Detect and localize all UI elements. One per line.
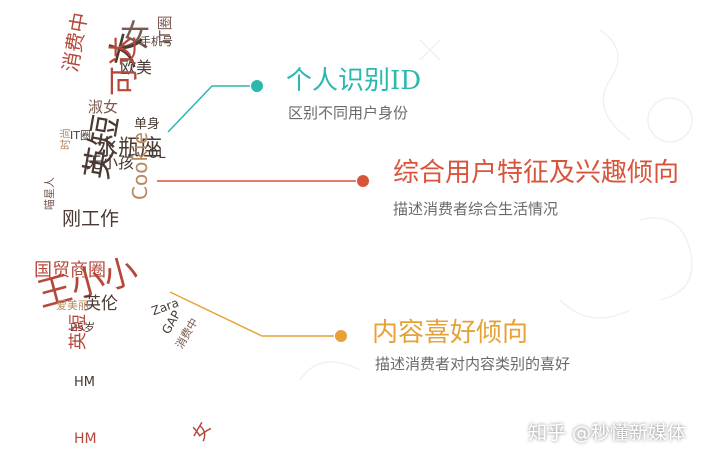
word-cloud-word: 手机号: [140, 35, 173, 48]
word-cloud-word: 欧美: [120, 58, 153, 77]
connector-line-id: [167, 85, 250, 133]
word-cloud-word: 刚工作: [62, 208, 120, 230]
connector-line-content: [169, 291, 334, 337]
word-cloud-word: 女: [120, 19, 150, 54]
callout-title-content: 内容喜好倾向: [372, 318, 529, 348]
word-cloud-word: 国贸商圈: [34, 260, 106, 281]
connector-dot-id: [251, 80, 263, 92]
connector-dot-features: [357, 175, 369, 187]
word-cloud-word: HM: [74, 375, 95, 390]
word-cloud-word: 单身: [134, 117, 161, 132]
word-cloud-word: 英伦: [84, 294, 118, 314]
callout-desc-content: 描述消费者对内容类别的喜好: [375, 355, 571, 373]
callout-desc-features: 描述消费者综合生活情况: [393, 200, 559, 218]
connector-dot-content: [335, 330, 347, 342]
word-cloud-word: 无小孩: [86, 153, 135, 172]
word-cloud-word: 淑女: [88, 98, 119, 116]
callout-desc-id: 区别不同用户身份: [288, 104, 409, 122]
word-cloud-word: IT圈: [70, 129, 91, 142]
word-cloud-word: OL: [148, 147, 166, 162]
callout-title-features: 综合用户特征及兴趣倾向: [393, 158, 680, 188]
watermark: 知乎 @秒懂新媒体: [528, 422, 687, 444]
word-cloud-word: 爱美丽: [56, 299, 89, 312]
word-cloud-word: 25岁: [70, 321, 95, 334]
word-cloud-word: HM: [74, 431, 97, 447]
word-cloud-word: 水瓶座: [96, 136, 163, 161]
callout-title-id: 个人识别ID: [286, 66, 422, 96]
